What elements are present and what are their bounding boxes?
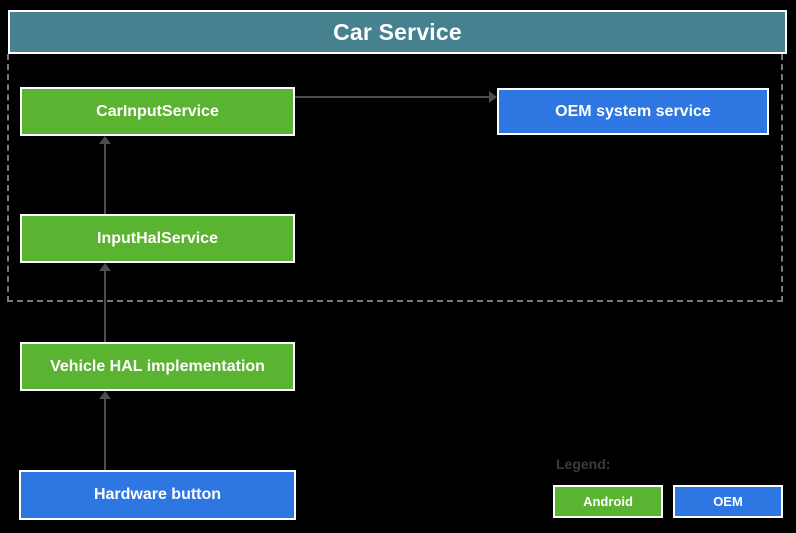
car-service-header: Car Service (8, 10, 787, 54)
edge-line (295, 96, 489, 98)
diagram-title: Car Service (333, 18, 462, 45)
legend-swatch-android: Android (553, 485, 663, 518)
legend-item-label: OEM (713, 494, 743, 509)
node-label: CarInputService (96, 102, 219, 120)
legend-item-label: Android (583, 494, 633, 509)
node-car-input-service: CarInputService (20, 87, 295, 136)
legend-swatch-oem: OEM (673, 485, 783, 518)
node-oem-system-service: OEM system service (497, 88, 769, 135)
node-label: OEM system service (555, 102, 711, 120)
arrowhead-up-icon (99, 263, 111, 271)
node-hardware-button: Hardware button (19, 470, 296, 520)
node-label: InputHalService (97, 229, 218, 247)
arrowhead-up-icon (99, 391, 111, 399)
node-vehicle-hal-implementation: Vehicle HAL implementation (20, 342, 295, 391)
node-input-hal-service: InputHalService (20, 214, 295, 263)
legend-title: Legend: (556, 456, 611, 472)
arrowhead-right-icon (489, 91, 497, 103)
edge-line (104, 143, 106, 214)
car-service-boundary (7, 54, 783, 302)
arrowhead-up-icon (99, 136, 111, 144)
edge-line (104, 270, 106, 342)
node-label: Hardware button (93, 486, 222, 503)
node-label: Vehicle HAL implementation (50, 357, 265, 375)
edge-line (104, 398, 106, 470)
